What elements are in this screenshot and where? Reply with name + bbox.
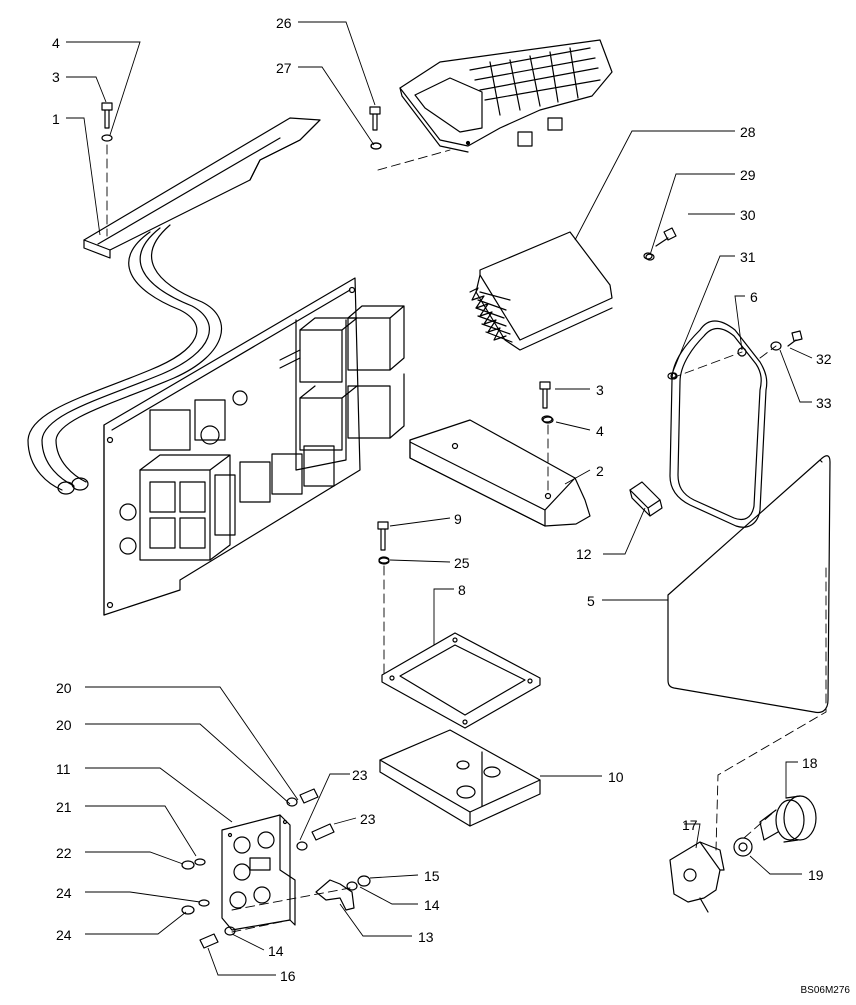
callout-c7: 8 — [458, 582, 466, 598]
bolt-parts — [101, 102, 803, 949]
part-18-washer — [733, 837, 753, 857]
callout-c3a: 3 — [52, 69, 60, 85]
callout-c29: 29 — [740, 167, 756, 183]
part-11-sponge — [629, 481, 663, 517]
callout-c14a: 14 — [424, 897, 440, 913]
callout-c24: 24 — [56, 927, 72, 943]
part-10-switch-plate — [221, 814, 296, 931]
callout-c16: 17 — [682, 817, 698, 833]
callout-c18: 19 — [808, 867, 824, 883]
part-28-fin-module — [469, 231, 613, 351]
callout-c8: 9 — [454, 511, 462, 527]
callout-c20a: 20 — [56, 717, 72, 733]
control-panel — [103, 277, 405, 616]
callout-c13: 16 — [280, 968, 296, 984]
callout-c5: 5 — [587, 593, 595, 609]
callout-c26: 26 — [276, 15, 292, 31]
part-1-bracket — [83, 117, 321, 259]
callout-c14b: 14 — [268, 943, 284, 959]
callout-labels: 4 3 1 26 27 28 29 30 31 6 32 33 3 4 2 9 … — [52, 15, 832, 984]
callout-c20b: 21 — [56, 799, 72, 815]
part-16-bracket — [669, 841, 725, 913]
callout-c22: 23 — [360, 811, 376, 827]
part-7-gasket — [381, 632, 541, 729]
assembly-lines — [106, 144, 827, 933]
callout-c21: 22 — [56, 845, 72, 861]
callout-c32: 32 — [816, 351, 832, 367]
callout-c9: 10 — [608, 769, 624, 785]
callout-c11: 12 — [576, 546, 592, 562]
callout-c6: 6 — [750, 289, 758, 305]
part-17-knob — [759, 795, 817, 843]
figure-code: BS06M276 — [800, 985, 850, 996]
callout-c3b: 3 — [596, 382, 604, 398]
callout-c23a: 23 — [352, 767, 368, 783]
part-6-cover — [669, 320, 768, 528]
part-9-pad — [379, 729, 541, 827]
callout-c31: 31 — [740, 249, 756, 265]
callout-c2: 2 — [596, 463, 604, 479]
callout-c23b: 24 — [56, 885, 72, 901]
callout-c17: 18 — [802, 755, 818, 771]
callout-c4b: 4 — [596, 423, 604, 439]
part-5-panel — [667, 455, 831, 714]
part-2-bracket — [409, 419, 591, 527]
callout-c33: 33 — [816, 395, 832, 411]
callout-c12: 13 — [418, 929, 434, 945]
callout-c30: 30 — [740, 207, 756, 223]
switch-console — [399, 39, 613, 153]
callout-c15: 15 — [424, 868, 440, 884]
callout-c19: 20 — [56, 680, 72, 696]
callout-c27: 27 — [276, 60, 292, 76]
part-12-clip — [315, 879, 355, 911]
callout-c4a: 4 — [52, 35, 60, 51]
callout-c28: 28 — [740, 124, 756, 140]
callout-c10: 11 — [56, 761, 71, 777]
callout-c25: 25 — [454, 555, 470, 571]
callout-c1: 1 — [52, 111, 60, 127]
wire-harness — [27, 224, 223, 495]
leader-lines — [66, 21, 813, 976]
